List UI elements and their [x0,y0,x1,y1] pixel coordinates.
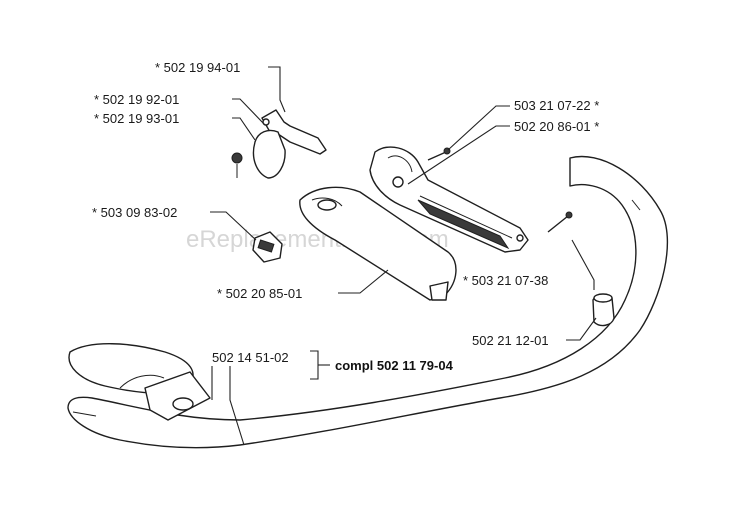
label-502-20-85-01: * 502 20 85-01 [217,286,302,301]
label-502-21-12-01: 502 21 12-01 [472,333,549,348]
label-compl-502-11-79-04: compl 502 11 79-04 [335,358,454,373]
screw-503-21-07-22 [427,147,451,161]
handle-cover-502-20-85-01 [299,186,457,301]
screw-503-21-07-38 [547,211,573,233]
throttle-lever-assembly [231,109,327,179]
throttle-housing-502-20-86-01 [369,146,529,253]
label-502-19-93-01: * 502 19 93-01 [94,111,179,126]
label-503-21-07-38: * 503 21 07-38 [463,273,548,288]
part-labels: * 502 19 94-01 * 502 19 92-01 * 502 19 9… [92,60,599,373]
handle-grip-502-14-51-02 [68,343,211,421]
label-502-19-92-01: * 502 19 92-01 [94,92,179,107]
label-502-19-94-01: * 502 19 94-01 [155,60,240,75]
handlebar-tube [67,155,668,449]
label-502-14-51-02: 502 14 51-02 [212,350,289,365]
clamp-502-21-12-01 [592,293,615,327]
label-502-20-86-01: 502 20 86-01 * [514,119,599,134]
leader-lines [210,66,597,446]
label-503-21-07-22: 503 21 07-22 * [514,98,599,113]
switch-503-09-83-02 [252,231,283,263]
label-503-09-83-02: * 503 09 83-02 [92,205,177,220]
